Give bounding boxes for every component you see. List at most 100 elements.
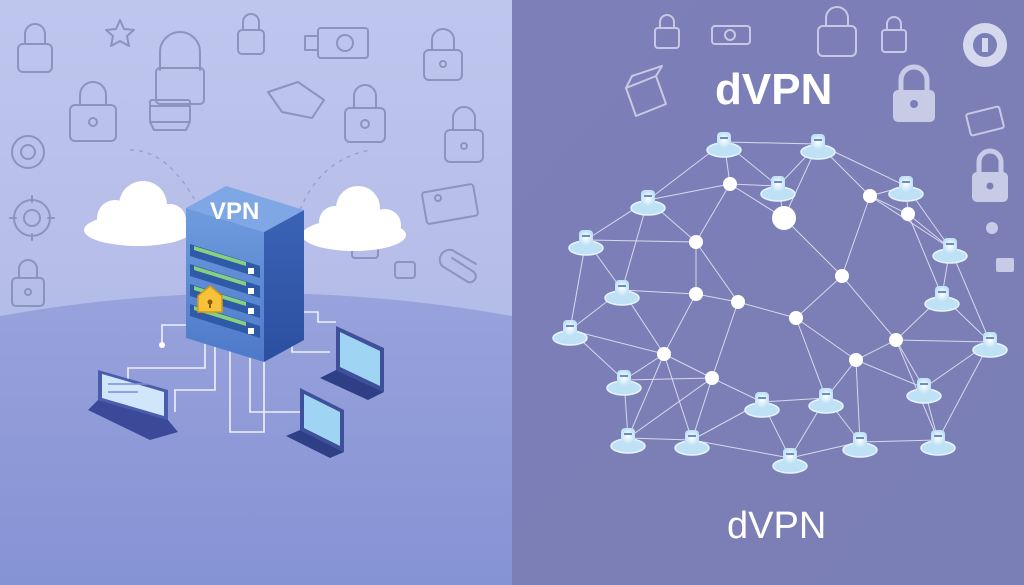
mesh-hub-node <box>901 207 915 221</box>
mesh-link <box>585 239 697 243</box>
mesh-hub-node <box>689 235 703 249</box>
paperclip-icon <box>438 248 477 284</box>
peer-node-icon <box>800 134 836 160</box>
mesh-link <box>711 301 739 379</box>
mesh-link <box>937 341 991 441</box>
mesh-hub-node <box>772 206 796 230</box>
mesh-link <box>855 359 925 389</box>
mesh-hub-node <box>849 353 863 367</box>
peer-node-icon <box>706 132 742 158</box>
camera-icon <box>711 25 751 45</box>
peer-node-icon <box>924 286 960 312</box>
mesh-link <box>869 195 951 249</box>
mesh-link <box>949 247 991 343</box>
mesh-link <box>663 293 697 355</box>
mesh-link <box>569 329 665 355</box>
chat-icon <box>267 81 325 119</box>
padlock-icon <box>893 64 935 122</box>
mesh-link <box>795 317 857 361</box>
mesh-link <box>663 353 713 379</box>
mesh-link <box>869 195 909 215</box>
cloud-icon <box>302 186 406 251</box>
mesh-link <box>647 183 731 201</box>
gear-icon <box>11 135 45 169</box>
mesh-link <box>859 439 939 443</box>
padlock-icon <box>881 16 907 53</box>
padlock-icon <box>69 81 117 142</box>
peer-node-icon <box>808 388 844 414</box>
peer-node-icon <box>932 238 968 264</box>
padlock-icon <box>423 28 463 81</box>
gear-icon <box>9 195 55 241</box>
peer-node-icon <box>906 378 942 404</box>
camera-icon <box>304 27 369 59</box>
padlock-icon <box>996 258 1014 272</box>
padlock-icon <box>197 285 223 313</box>
mesh-link <box>841 275 897 341</box>
mesh-link <box>627 353 665 439</box>
mesh-link <box>627 377 713 439</box>
mesh-link <box>783 217 843 277</box>
peer-node-icon <box>772 448 808 474</box>
dvpn-caption: dVPN <box>727 505 826 547</box>
mesh-hub-node <box>705 371 719 385</box>
mesh-hub-node <box>889 333 903 347</box>
peer-node-icon <box>610 428 646 454</box>
peer-node-icon <box>552 320 588 346</box>
mesh-link <box>711 377 763 403</box>
padlock-icon <box>17 23 53 73</box>
mesh-link <box>795 317 827 399</box>
padlock-icon <box>11 259 45 307</box>
peer-node-icon <box>760 176 796 202</box>
padlock-icon <box>155 31 205 105</box>
padlock-icon <box>444 106 484 163</box>
mesh-link <box>695 241 739 303</box>
peer-node-icon <box>888 176 924 202</box>
peer-node-icon <box>674 430 710 456</box>
mesh-hub-node <box>689 287 703 301</box>
mesh-link <box>855 359 861 443</box>
mesh-link <box>855 339 897 361</box>
vpn-server: VPN <box>186 186 304 362</box>
laptop-device <box>286 388 344 458</box>
mesh-link <box>691 377 713 441</box>
peer-node-icon <box>606 370 642 396</box>
dashed-connection-arc <box>129 149 201 211</box>
padlock-icon <box>344 84 386 143</box>
mesh-hub-node <box>731 295 745 309</box>
server-label: VPN <box>210 198 259 225</box>
mesh-link <box>723 141 819 145</box>
cloud-icon <box>84 181 192 246</box>
peer-node-icon <box>972 332 1008 358</box>
dvpn-nodes <box>552 132 1008 474</box>
mesh-link <box>761 397 827 403</box>
padlock-icon <box>972 148 1008 202</box>
peer-node-icon <box>842 432 878 458</box>
mesh-hub-node <box>863 189 877 203</box>
laptop-device <box>320 326 384 400</box>
laptop-device <box>88 370 178 440</box>
mesh-link <box>621 289 697 295</box>
left-panel: VPN <box>0 0 512 585</box>
padlock-icon <box>654 14 680 49</box>
mesh-link <box>841 195 871 277</box>
mesh-link <box>695 293 739 303</box>
mesh-link <box>737 301 797 319</box>
mesh-hub-node <box>657 347 671 361</box>
mesh-link <box>729 183 779 187</box>
mesh-link <box>695 183 731 243</box>
mesh-hub-node <box>723 177 737 191</box>
dashed-connection-arc <box>299 149 371 211</box>
mesh-link <box>907 213 943 297</box>
dvpn-title: dVPN <box>715 65 832 114</box>
document-icon <box>965 105 1005 137</box>
padlock-icon <box>817 6 857 57</box>
padlock-icon <box>394 261 416 279</box>
peer-node-icon <box>630 190 666 216</box>
mesh-hub-node <box>835 269 849 283</box>
right-panel: dVPN dVPN <box>512 0 1024 585</box>
mesh-link <box>627 437 693 441</box>
peer-node-icon <box>568 230 604 256</box>
star-icon <box>105 19 135 47</box>
